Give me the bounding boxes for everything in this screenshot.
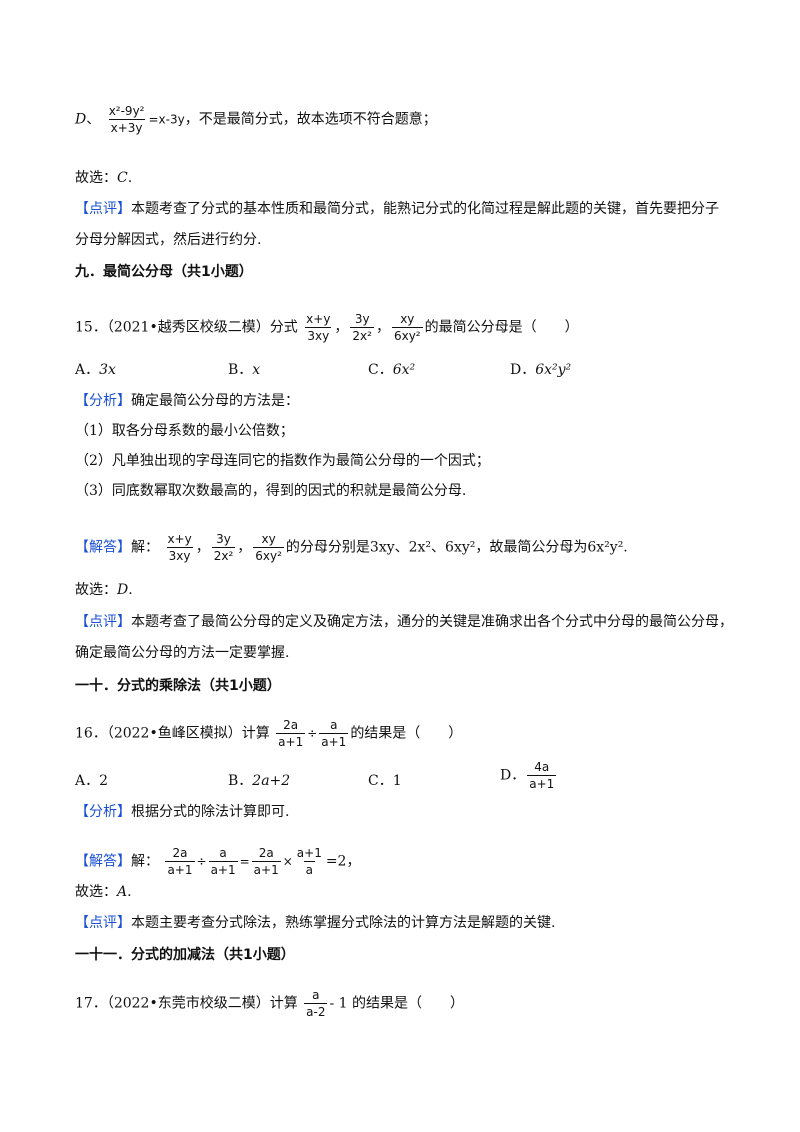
solution-tag: 【解答】: [75, 853, 131, 870]
review-tag: 【点评】: [75, 614, 131, 630]
review-line: 【点评】本题考查了最简公分母的定义及确定方法，通分的关键是准确求出各个分式中分母…: [75, 614, 733, 630]
option-d: D．6x²y²: [510, 362, 572, 378]
analysis-step: （1）取各分母系数的最小公倍数；: [75, 423, 294, 439]
section-heading: 一十一．分式的加减法（共1小题）: [75, 947, 295, 963]
option-b: B．x: [228, 362, 261, 378]
review-line: 【点评】本题主要考查分式除法，熟练掌握分式除法的计算方法是解题的关键.: [75, 915, 556, 931]
analysis-step: （3）同底数幂取次数最高的，得到的因式的积就是最简公分母.: [75, 483, 467, 499]
review-line-2: 确定最简公分母的方法一定要掌握.: [75, 645, 290, 661]
option-a: A．2: [75, 773, 109, 789]
review-tag: 【点评】: [75, 201, 131, 217]
option-c: C．1: [368, 773, 402, 789]
option-a: A．3x: [75, 362, 116, 378]
option-label: D: [75, 111, 87, 128]
solution-tag: 【解答】: [75, 539, 131, 556]
d-option-line: D、 x²-9y² x+3y =x-3y，不是最简分式，故本选项不符合题意；: [75, 104, 437, 135]
analysis-step: （2）凡单独出现的字母连同它的指数作为最简公分母的一个因式；: [75, 453, 490, 469]
fraction: x²-9y² x+3y: [108, 104, 145, 135]
answer-line: 故选：D.: [75, 582, 133, 598]
section-heading: 一十．分式的乘除法（共1小题）: [75, 678, 281, 694]
review-line-2: 分母分解因式，然后进行约分.: [75, 232, 262, 248]
analysis-tag: 【分析】: [75, 393, 131, 409]
analysis-line: 【分析】根据分式的除法计算即可.: [75, 804, 290, 820]
review-tag: 【点评】: [75, 915, 131, 931]
option-b: B．2a+2: [228, 773, 291, 789]
section-heading: 九．最简公分母（共1小题）: [75, 264, 253, 280]
option-c: C．6x²: [368, 362, 416, 378]
analysis-tag: 【分析】: [75, 804, 131, 820]
answer-line: 故选：C.: [75, 170, 133, 186]
review-line: 【点评】本题考查了分式的基本性质和最简分式，能熟记分式的化简过程是解此题的关键，…: [75, 201, 719, 217]
answer-line: 故选：A.: [75, 884, 132, 900]
analysis-line: 【分析】确定最简公分母的方法是：: [75, 393, 299, 409]
